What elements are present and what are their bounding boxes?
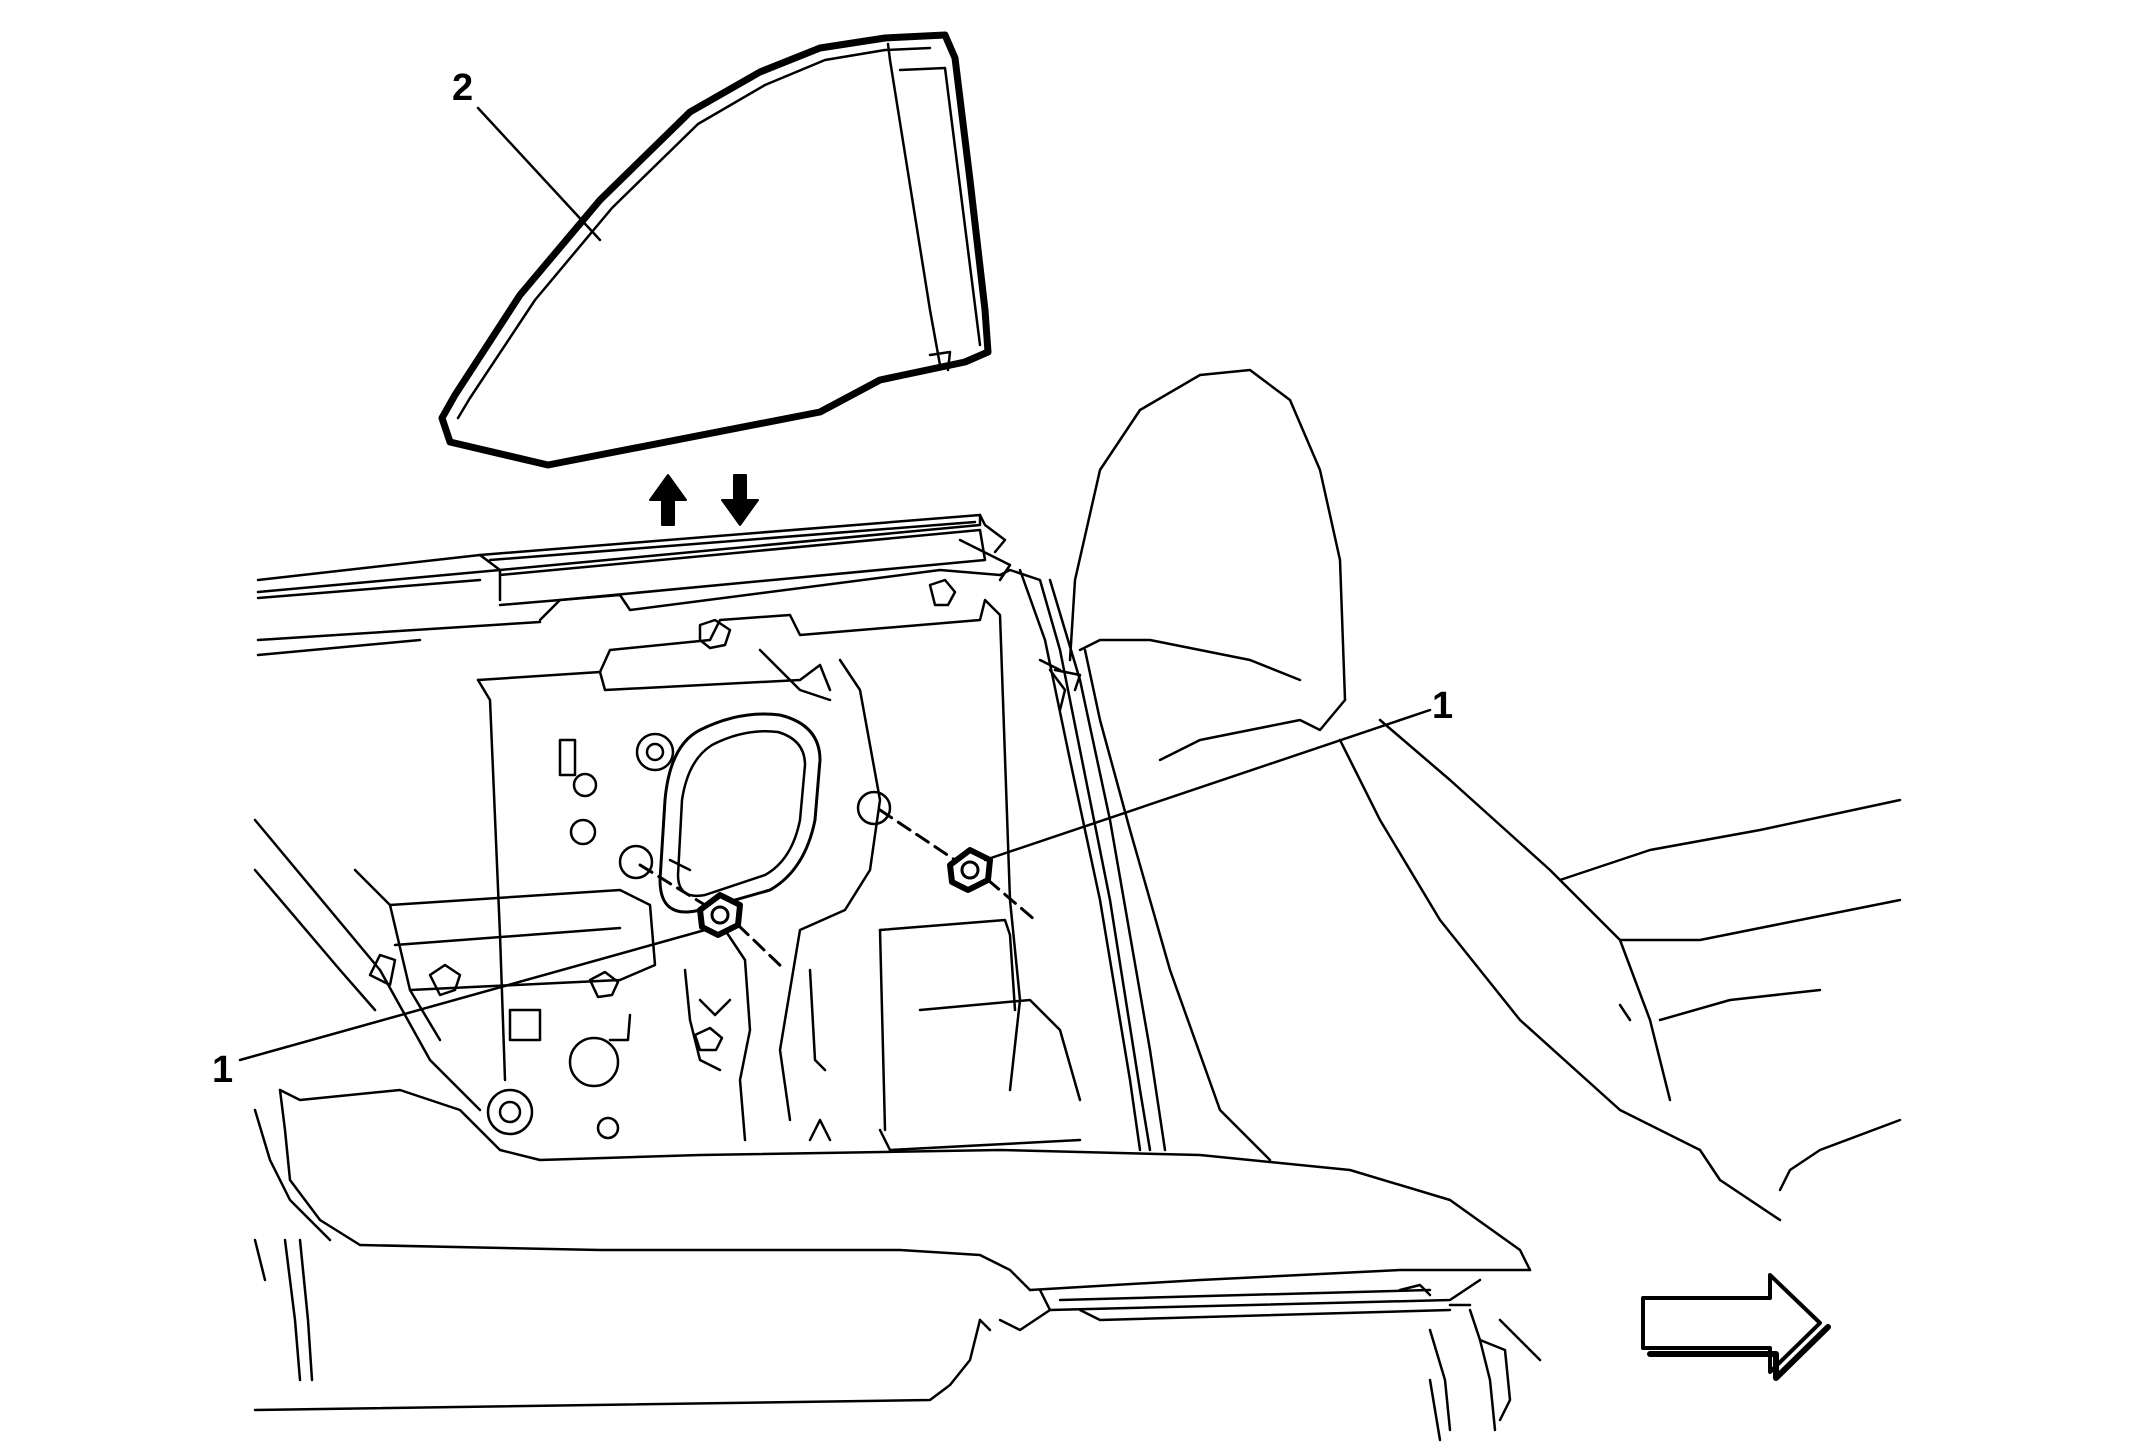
arrow-up-icon — [649, 474, 687, 526]
leader-nut-lower — [238, 928, 707, 1062]
front-direction-arrow-icon — [1641, 1273, 1831, 1381]
arrow-down-icon — [721, 474, 759, 526]
leader-nut-upper — [983, 708, 1432, 862]
nut-upper-right — [878, 808, 1037, 922]
callout-label-nut-lower: 1 — [212, 1049, 233, 1091]
callout-label-glass: 2 — [452, 67, 473, 109]
leader-glass — [476, 106, 602, 242]
callout-leaders — [238, 106, 1432, 1062]
callout-label-nut-upper: 1 — [1432, 685, 1453, 727]
quarter-window-glass — [438, 31, 992, 469]
seat — [253, 368, 1902, 1442]
body-structure — [253, 513, 1167, 1152]
nut-lower-left — [638, 863, 787, 972]
